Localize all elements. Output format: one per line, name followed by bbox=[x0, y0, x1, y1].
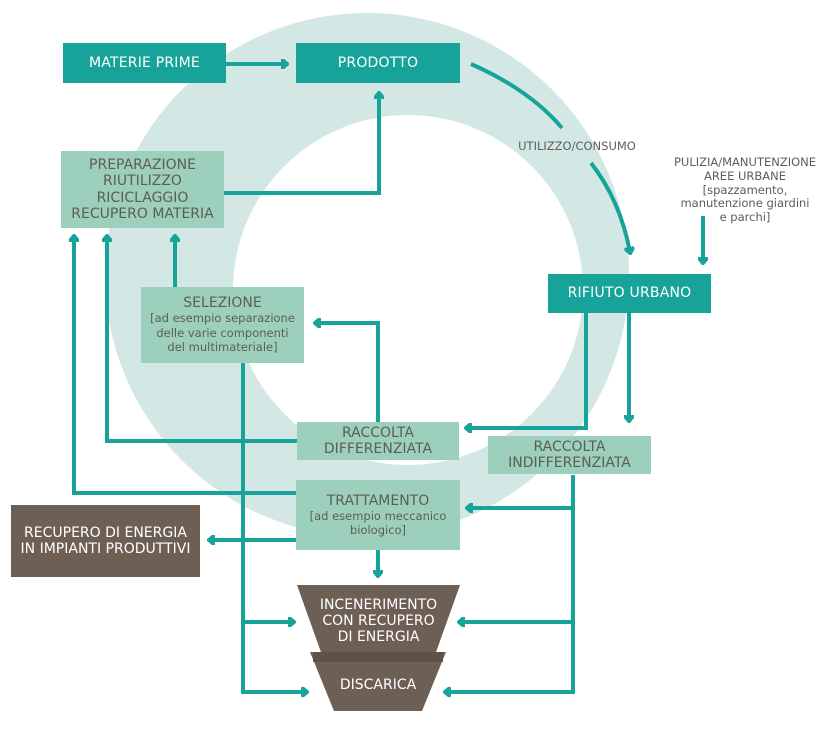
node-incenerimento-line: INCENERIMENTO bbox=[319, 597, 438, 613]
label-pulizia-line: e parchi] bbox=[719, 210, 771, 225]
node-selezione: SELEZIONE [ad esempio separazione delle … bbox=[141, 287, 304, 363]
discarica-shape bbox=[310, 652, 446, 711]
node-preparazione-line: RECUPERO MATERIA bbox=[71, 205, 214, 222]
node-incenerimento-line: DI ENERGIA bbox=[337, 629, 420, 646]
node-raccolta-differenziata-line: RACCOLTA bbox=[342, 424, 414, 441]
node-selezione-detail: [ad esempio separazione bbox=[150, 311, 295, 326]
node-rifiuto-urbano: RIFIUTO URBANO bbox=[548, 274, 711, 313]
label-utilizzo-text: UTILIZZO/CONSUMO bbox=[518, 139, 636, 153]
arrow-indifferenziata-to-discarica bbox=[446, 620, 575, 692]
arrow-differenziata-to-preparazione bbox=[107, 237, 297, 443]
node-selezione-title: SELEZIONE bbox=[183, 295, 262, 312]
node-recupero-energia: RECUPERO DI ENERGIA IN IMPIANTI PRODUTTI… bbox=[11, 505, 200, 577]
node-selezione-detail: delle varie componenti bbox=[156, 325, 289, 340]
node-rifiuto-urbano-label: RIFIUTO URBANO bbox=[567, 285, 692, 302]
incenerimento-shape bbox=[297, 585, 460, 655]
node-recupero-energia-line: RECUPERO DI ENERGIA bbox=[24, 524, 187, 541]
node-recupero-energia-line: IN IMPIANTI PRODUTTIVI bbox=[20, 541, 191, 557]
node-trattamento: TRATTAMENTO [ad esempio meccanico biolog… bbox=[296, 480, 460, 550]
arrow-rifiuto-to-differenziata bbox=[467, 312, 588, 428]
node-preparazione-line: RIUTILIZZO bbox=[103, 173, 182, 190]
arrow-selezione-to-discarica bbox=[241, 620, 306, 692]
node-raccolta-differenziata-line: DIFFERENZIATA bbox=[323, 441, 433, 457]
node-incenerimento: INCENERIMENTO CON RECUPERO DI ENERGIA bbox=[297, 597, 460, 645]
node-raccolta-indifferenziata: RACCOLTA INDIFFERENZIATA bbox=[488, 436, 651, 474]
node-trattamento-detail: [ad esempio meccanico bbox=[309, 508, 447, 523]
arrow-prodotto-curve bbox=[470, 62, 564, 130]
node-trattamento-title: TRATTAMENTO bbox=[326, 492, 430, 509]
label-pulizia-line: PULIZIA/MANUTENZIONE bbox=[673, 155, 817, 169]
arrow-differenziata-to-selezione bbox=[316, 323, 380, 422]
node-trattamento-detail: biologico] bbox=[349, 523, 407, 538]
node-preparazione-line: PREPARAZIONE bbox=[89, 157, 196, 174]
node-raccolta-differenziata: RACCOLTA DIFFERENZIATA bbox=[297, 422, 459, 460]
node-raccolta-indifferenziata-line: INDIFFERENZIATA bbox=[508, 455, 631, 471]
node-prodotto: PRODOTTO bbox=[296, 43, 460, 83]
node-incenerimento-line: CON RECUPERO bbox=[322, 613, 435, 630]
node-discarica-label: DISCARICA bbox=[339, 677, 417, 693]
node-preparazione: PREPARAZIONE RIUTILIZZO RICICLAGGIO RECU… bbox=[61, 151, 224, 228]
label-pulizia-line: manutenzione giardini bbox=[680, 196, 810, 211]
node-selezione-detail: del multimateriale] bbox=[167, 340, 278, 355]
arrow-utilizzo-to-rifiuto bbox=[589, 161, 630, 252]
label-pulizia-line: AREE URBANE bbox=[703, 168, 787, 183]
node-preparazione-line: RICICLAGGIO bbox=[96, 189, 189, 206]
node-discarica: DISCARICA bbox=[310, 677, 446, 693]
label-utilizzo-consumo: UTILIZZO/CONSUMO bbox=[512, 139, 642, 154]
node-materie-prime-label: MATERIE PRIME bbox=[89, 54, 200, 71]
cycle-ring-inner bbox=[233, 115, 583, 465]
arrow-preparazione-to-prodotto bbox=[223, 94, 379, 195]
funnel-divider bbox=[313, 652, 443, 662]
node-prodotto-label: PRODOTTO bbox=[337, 54, 419, 71]
arrow-trattamento-to-preparazione bbox=[74, 237, 297, 495]
label-pulizia: PULIZIA/MANUTENZIONE AREE URBANE [spazza… bbox=[660, 155, 830, 225]
node-materie-prime: MATERIE PRIME bbox=[63, 43, 226, 83]
arrow-indifferenziata-to-incenerimento bbox=[460, 505, 575, 622]
node-raccolta-indifferenziata-line: RACCOLTA bbox=[533, 438, 606, 455]
label-pulizia-line: [spazzamento, bbox=[702, 182, 788, 197]
